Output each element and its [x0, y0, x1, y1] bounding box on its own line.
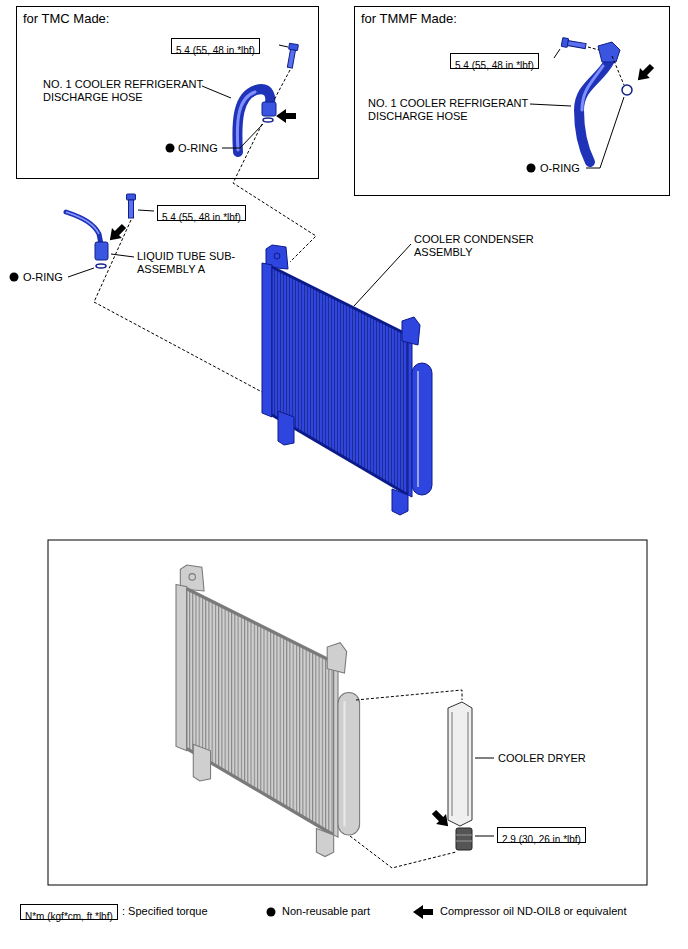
part-name: NO. 1 COOLER REFRIGERANT DISCHARGE HOSE	[368, 97, 533, 123]
condenser-blue	[262, 245, 432, 515]
part-name: COOLER DRYER	[498, 752, 608, 765]
part-name: COOLER CONDENSER ASSEMBLY	[414, 233, 544, 259]
dashed-guide	[94, 220, 262, 392]
leader-line	[111, 254, 134, 257]
bolt	[127, 194, 136, 218]
torque-value: 5.4 (55, 48 in.*lbf)	[176, 45, 255, 57]
leader-line	[586, 97, 624, 168]
bolt	[561, 38, 586, 51]
discharge-hose	[579, 60, 610, 162]
hose-fitting	[598, 42, 620, 62]
oil-arrow	[633, 61, 657, 85]
cooler-dryer	[448, 702, 472, 826]
oil-arrow	[429, 807, 453, 831]
legend-text: Compressor oil ND-OIL8 or equivalent	[440, 905, 626, 918]
leader-line	[354, 244, 411, 306]
leader-line	[279, 45, 288, 47]
torque-box: 5.4 (55, 48 in.*lbf)	[157, 205, 246, 221]
legend-text: Non-reusable part	[282, 905, 370, 918]
legend-oil-arrow	[413, 905, 433, 919]
torque-value: 5.4 (55, 48 in.*lbf)	[455, 60, 534, 72]
part-name: O-RING	[23, 271, 83, 284]
tube-highlight	[66, 212, 99, 234]
part-name: O-RING	[178, 142, 238, 155]
dashed-guide	[588, 47, 599, 50]
oil-arrow	[105, 221, 129, 245]
o-ring	[622, 85, 632, 95]
leader-line	[138, 210, 154, 211]
plug-ring	[456, 835, 472, 841]
discharge-hose	[237, 89, 270, 152]
tube-fitting	[95, 242, 108, 260]
dashed-guide	[274, 70, 290, 100]
torque-box: 2.9 (30, 26 in.*lbf)	[497, 827, 586, 843]
part-name: O-RING	[540, 162, 600, 175]
non-reusable-mark	[527, 164, 536, 173]
legend-non-reusable-mark	[267, 908, 276, 917]
o-ring	[96, 264, 106, 268]
leader-line	[475, 836, 494, 837]
leader-line	[222, 124, 263, 148]
torque-box: N*m (kgf*cm, ft.*lbf)	[20, 904, 118, 920]
dryer-panel	[48, 540, 647, 885]
dashed-guide	[612, 56, 624, 85]
torque-box: 5.4 (55, 48 in.*lbf)	[450, 53, 539, 69]
leader-line	[202, 86, 231, 98]
dashed-guide	[356, 690, 462, 700]
leader-line	[530, 104, 571, 106]
condenser-gray	[176, 565, 360, 857]
leader-line	[554, 49, 560, 58]
torque-box: 5.4 (55, 48 in.*lbf)	[171, 38, 260, 54]
liquid-tube	[66, 212, 101, 244]
panel-heading: for TMC Made:	[17, 7, 318, 31]
part-name: LIQUID TUBE SUB-ASSEMBLY A	[137, 250, 247, 276]
torque-value: 2.9 (30, 26 in.*lbf)	[502, 834, 581, 846]
panel-heading: for TMMF Made:	[355, 7, 669, 31]
dashed-guide	[350, 836, 456, 868]
hose-fitting	[262, 102, 276, 116]
oil-arrow	[276, 109, 296, 123]
dryer-detail	[452, 712, 468, 816]
non-reusable-mark	[166, 144, 175, 153]
non-reusable-mark	[10, 273, 19, 282]
o-ring	[263, 118, 273, 122]
hose-highlight	[582, 66, 603, 110]
leader-line	[68, 268, 94, 277]
legend-text: : Specified torque	[122, 905, 208, 918]
part-name: NO. 1 COOLER REFRIGERANT DISCHARGE HOSE	[43, 78, 208, 104]
dashed-guide	[233, 124, 316, 262]
leader-line	[475, 758, 494, 759]
torque-value: N*m (kgf*cm, ft.*lbf)	[25, 911, 113, 923]
torque-value: 5.4 (55, 48 in.*lbf)	[162, 212, 241, 224]
dryer-plug	[456, 828, 472, 850]
